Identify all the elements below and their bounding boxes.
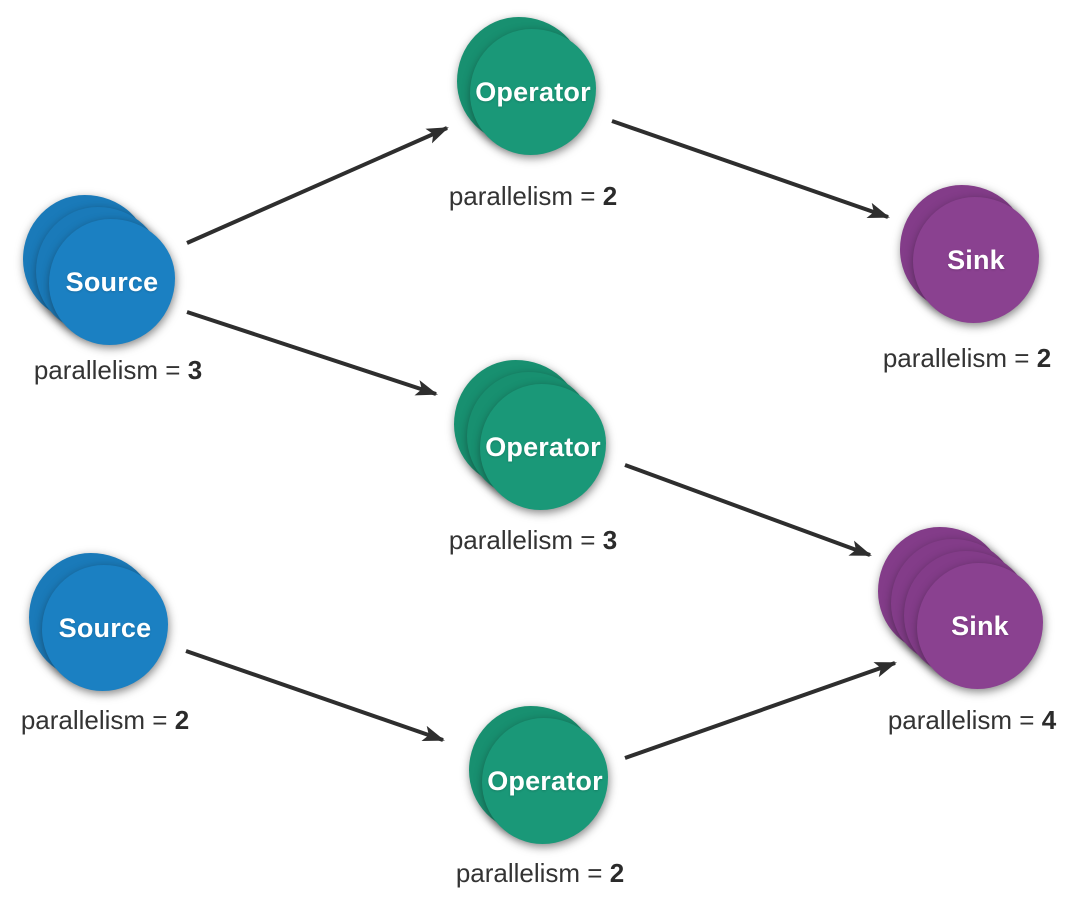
source-instance-circle: Source [49,219,175,345]
node-source-2: Source [29,553,168,691]
parallelism-label-operator-3: parallelism = 2 [425,858,655,889]
parallelism-label-operator-2: parallelism = 3 [418,525,648,556]
node-label: Sink [951,610,1009,641]
parallelism-label-source-1: parallelism = 3 [3,355,233,386]
parallelism-label-sink-1: parallelism = 2 [852,343,1080,374]
parallelism-prefix: parallelism = [448,525,603,555]
operator-instance-circle: Operator [482,718,608,844]
edge-source1-operator1 [186,126,449,245]
node-label: Operator [485,431,601,462]
node-operator-3: Operator [469,706,608,844]
edge-operator1-sink1 [611,119,890,219]
node-label: Sink [947,244,1005,275]
node-label: Source [65,266,159,297]
parallelism-value: 3 [187,355,203,385]
node-source-1: Source [23,195,175,345]
parallelism-value: 3 [602,525,618,555]
sink-instance-circle: Sink [917,563,1043,689]
parallelism-value: 2 [1036,343,1052,373]
operator-instance-circle: Operator [480,384,606,510]
parallelism-prefix: parallelism = [448,181,603,211]
parallelism-value: 2 [174,705,190,735]
parallelism-label-sink-2: parallelism = 4 [857,705,1080,736]
node-operator-2: Operator [454,360,606,510]
parallelism-label-source-2: parallelism = 2 [0,705,220,736]
edge-operator2-sink2 [624,463,872,557]
edge-operator3-sink2 [624,661,897,760]
node-sink-2: Sink [878,527,1043,689]
parallelism-prefix: parallelism = [20,705,175,735]
parallelism-label-operator-1: parallelism = 2 [418,181,648,212]
parallelism-prefix: parallelism = [887,705,1042,735]
node-operator-1: Operator [457,17,596,155]
sink-instance-circle: Sink [913,197,1039,323]
parallelism-value: 2 [602,181,618,211]
node-sink-1: Sink [900,185,1039,323]
node-label: Source [58,612,152,643]
node-label: Operator [487,765,603,796]
edge-source2-operator3 [185,649,445,742]
parallelism-prefix: parallelism = [882,343,1037,373]
parallelism-value: 4 [1041,705,1057,735]
node-label: Operator [475,76,591,107]
operator-instance-circle: Operator [470,29,596,155]
parallelism-value: 2 [609,858,625,888]
source-instance-circle: Source [42,565,168,691]
parallelism-prefix: parallelism = [455,858,610,888]
parallelism-prefix: parallelism = [33,355,188,385]
